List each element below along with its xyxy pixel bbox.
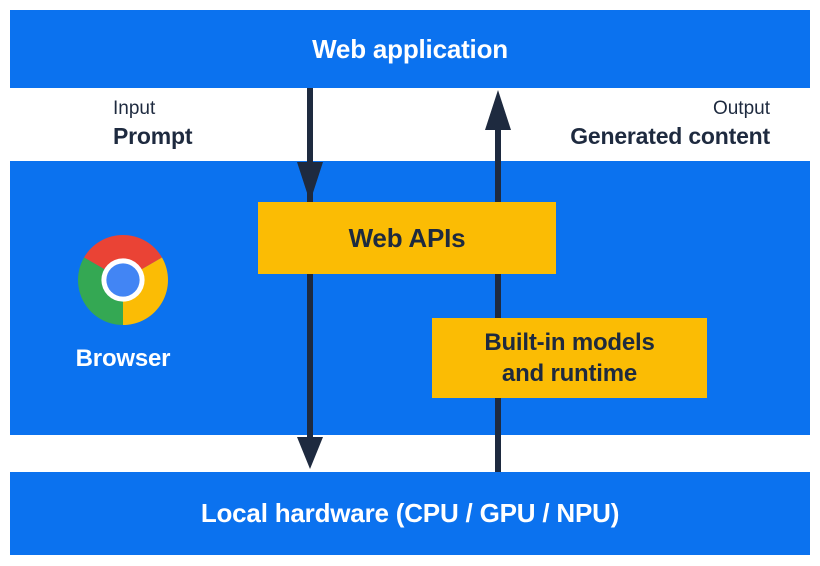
output-caption: Output [712, 98, 770, 119]
down-arrowhead-hardware [297, 437, 323, 469]
input-label-group: Input Prompt [113, 96, 193, 151]
local-hardware-label: Local hardware (CPU / GPU / NPU) [200, 498, 620, 528]
output-value: Generated content [570, 123, 770, 149]
builtin-models-label-line2: and runtime [501, 360, 638, 387]
local-hardware-layer: Local hardware (CPU / GPU / NPU) [10, 472, 810, 555]
chrome-logo-icon [78, 235, 168, 325]
browser-label: Browser [75, 345, 171, 372]
builtin-models-label-line1: Built-in models [484, 329, 655, 356]
input-caption: Input [113, 98, 156, 119]
input-value: Prompt [113, 123, 193, 149]
web-apis-label: Web APIs [348, 222, 466, 253]
web-application-layer: Web application [10, 10, 810, 88]
web-apis-box: Web APIs [258, 202, 556, 274]
builtin-models-box: Built-in models and runtime [432, 318, 707, 398]
output-label-group: Output Generated content [570, 96, 770, 151]
browser-group: Browser [53, 235, 193, 373]
web-application-label: Web application [312, 33, 508, 64]
up-arrowhead-web-application [485, 90, 511, 130]
